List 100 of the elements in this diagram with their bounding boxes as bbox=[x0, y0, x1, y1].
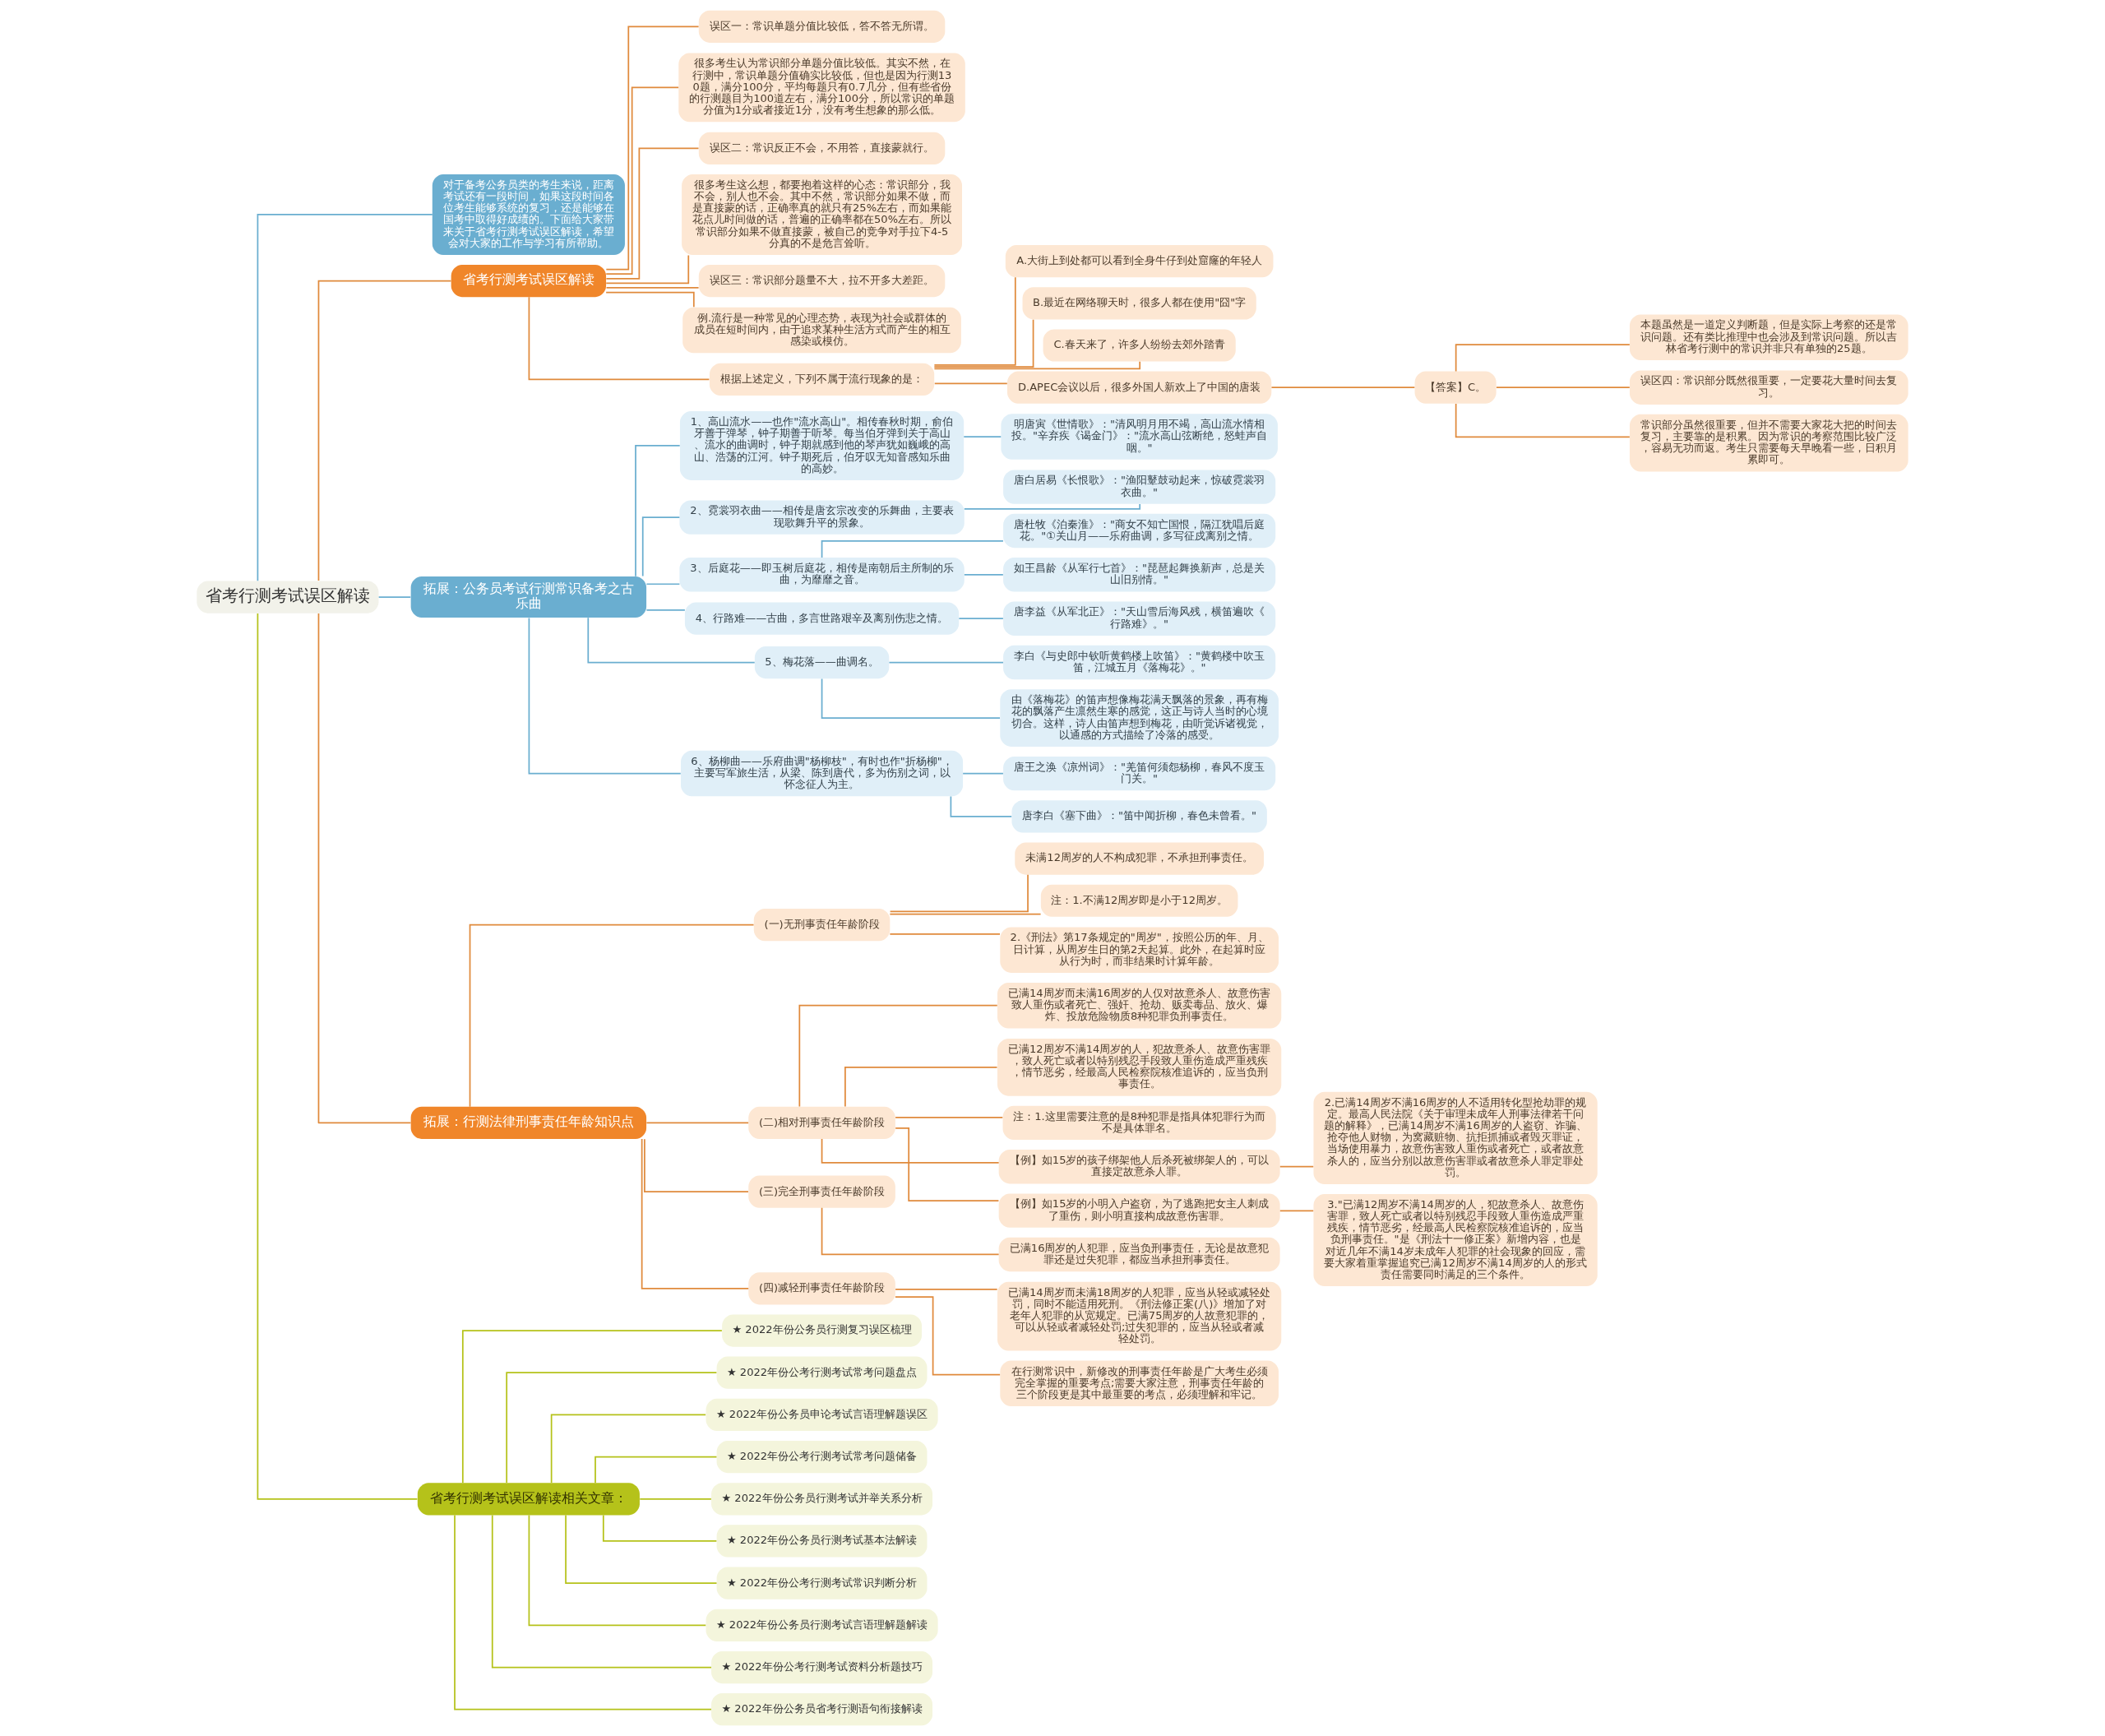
connector bbox=[594, 1456, 718, 1484]
connector bbox=[1496, 387, 1631, 389]
connector bbox=[469, 924, 755, 1108]
node-box: B.最近在网络聊天时，很多人都在使用"囧"字 bbox=[1022, 287, 1256, 320]
node-box: ★ 2022年份公考行测考试常识判断分析 bbox=[716, 1567, 928, 1599]
node-box: 【例】如15岁的小明入户盗窃，为了逃跑把女主人刺成了重伤，则小明直接构成故意伤害罪。 bbox=[998, 1193, 1280, 1228]
node-box: 【例】如15岁的孩子绑架他人后杀死被绑架人的，可以直接定故意杀人罪。 bbox=[998, 1150, 1280, 1184]
connector bbox=[550, 1414, 707, 1484]
node-box: 由《落梅花》的笛声想像梅花满天飘落的景象，再有梅花的飘落产生凛然生寒的感觉，这正与诗人当时的心境切合。这样，诗人由笛声想到梅花，由听觉诉诸视觉，以通感的方式描绘了冷落的感受。 bbox=[1000, 689, 1279, 747]
node-box: (一)无刑事责任年龄阶段 bbox=[753, 909, 891, 942]
node-box: 对于备考公务员类的考生来说，距离考试还有一段时间，如果这段时间各位考生能够系统的复习，还是能够在国考中取得好成绩的。下面给大家带来关于省考行测考试误区解读，希望会对大家的工作与学习有所帮助。 bbox=[432, 174, 625, 255]
node-box: 在行测常识中，新修改的刑事责任年龄是广大考生必须完全掌握的重要考点;需要大家注意，刑事责任年龄的三个阶段更是其中最重要的考点，必须理解和牢记。 bbox=[1000, 1360, 1279, 1407]
connector bbox=[821, 540, 1004, 558]
node-box: ★ 2022年份公务员省考行测语句衔接解读 bbox=[711, 1693, 933, 1726]
node-box: ★ 2022年份公务员行测考试并举关系分析 bbox=[711, 1483, 933, 1516]
connector bbox=[889, 933, 1001, 935]
node-box: 省考行测考试误区解读 bbox=[451, 265, 607, 298]
connector bbox=[317, 280, 452, 581]
node-box: 4、行路难——古曲，多言世路艰辛及离别伤悲之情。 bbox=[684, 602, 960, 635]
node-box: 省考行测考试误区解读相关文章： bbox=[417, 1483, 640, 1516]
connector bbox=[958, 618, 1004, 620]
node-box: 唐李白《塞下曲》："笛中闻折柳，春色未曾看。" bbox=[1011, 800, 1267, 833]
node-box: ★ 2022年份公考行测考试资料分析题技巧 bbox=[711, 1650, 933, 1684]
node-box: 2.已满14周岁不满16周岁的人不适用转化型抢劫罪的规定。最高人民法院《关于审理未成年人刑事法律若干问题的解释》，已满14周岁不满16周岁的人盗窃、诈骗、抢夺他人财物，为窝藏赃物、抗拒抓捕或者毁灭罪证，当场使用暴力，故意伤害致人重伤或者死亡，或者故意杀人的，应当分别以故意伤害罪或者故意杀人罪定罪处罚。 bbox=[1313, 1091, 1598, 1184]
connector bbox=[491, 1514, 712, 1669]
connector bbox=[461, 1330, 723, 1484]
node-box: 很多考生认为常识部分单题分值比较低。其实不然，在行测中，常识单题分值确实比较低，但也是因为行测130题，满分100分，平均每题只有0.7几分，但有些省份的行测题目为100道左右，满分100分，所以常识的单题分值为1分或者接近1分，没有考生想象的那么低。 bbox=[678, 53, 965, 123]
connector bbox=[645, 1122, 749, 1124]
node-box: 李白《与史郎中钦听黄鹤楼上吹笛》："黄鹤楼中吹玉笛，江城五月《落梅花》。" bbox=[1003, 645, 1276, 680]
connector bbox=[1279, 1210, 1315, 1212]
connector bbox=[950, 795, 1013, 817]
node-box: 1、高山流水——也作"流水高山"。相传春秋时期，俞伯牙善于弹琴，钟子期善于听琴。每当伯牙弹到关于高山、流水的曲调时，钟子期就感到他的琴声犹如巍峨的高山、浩荡的江河。钟子期死后，伯牙叹无知音感知乐曲的高妙。 bbox=[679, 411, 965, 480]
node-box: 已满14周岁而未满18周岁的人犯罪，应当从轻或减轻处罚，同时不能适用死刑。《刑法修正案(八)》增加了对老年人犯罪的从宽规定。已满75周岁的人故意犯罪的，可以从轻或者减轻处罚;过失犯罪的，应当从轻或者减轻处罚。 bbox=[997, 1281, 1282, 1351]
connector bbox=[605, 86, 679, 275]
connector bbox=[895, 1296, 1001, 1376]
node-box: 明唐寅《世情歌》："清风明月用不竭，高山流水情相投。"辛弃疾《谒金门》："流水高山弦断绝，怒蛙声自咽。" bbox=[1001, 414, 1278, 460]
node-box: 误区二：常识反正不会，不用答，直接蒙就行。 bbox=[698, 132, 946, 164]
node-box: 5、梅花落——曲调名。 bbox=[754, 646, 890, 679]
connector bbox=[605, 287, 700, 289]
connector bbox=[963, 573, 1004, 576]
node-box: C.春天来了，许多人纷纷去郊外踏青 bbox=[1043, 329, 1236, 362]
connector bbox=[889, 873, 1029, 913]
connector bbox=[1270, 387, 1416, 389]
connector bbox=[844, 1066, 998, 1108]
node-box: (三)完全刑事责任年龄阶段 bbox=[748, 1175, 895, 1208]
connector bbox=[933, 276, 1016, 366]
node-box: A.大街上到处都可以看到全身牛仔到处窟窿的年轻人 bbox=[1005, 245, 1274, 278]
node-box: 唐白居易《长恨歌》："渔阳鼙鼓动起来，惊破霓裳羽衣曲。" bbox=[1003, 470, 1276, 504]
node-box: 拓展：行测法律刑事责任年龄知识点 bbox=[410, 1106, 647, 1139]
node-box: 误区四：常识部分既然很重要，一定要花大量时间去复习。 bbox=[1629, 370, 1908, 405]
node-box: 很多考生这么想，都要抱着这样的心态：常识部分，我不会，别人也不会。其中不然，常识部分如果不做，而是直接蒙的话，正确率真的就只有25%左右，而如果能花点儿时间做的话，普遍的正确率都在50%左右。所以常识部分如果不做直接蒙，被自己的竞争对手拉下4-5分真的不是危言耸听。 bbox=[682, 174, 962, 255]
connector bbox=[605, 147, 700, 280]
node-box: 唐杜牧《泊秦淮》："商女不知亡国恨，隔江犹唱后庭花。"①关山月——乐府曲调，多写征戍离别之情。 bbox=[1003, 513, 1276, 549]
connector bbox=[933, 382, 1008, 385]
node-box: 本题虽然是一道定义判断题，但是实际上考察的还是常识问题。还有类比推理中也会涉及到常识问题。所以吉林省考行测中的常识并非只有单独的25题。 bbox=[1629, 314, 1908, 360]
node-box: 2.《刑法》第17条规定的"周岁"，按照公历的年、月、日计算，从周岁生日的第2天起算。此外，在起算时应从行为时，而非结果时计算年龄。 bbox=[1000, 927, 1279, 973]
connector bbox=[644, 1138, 749, 1193]
connector bbox=[798, 1004, 998, 1108]
connector bbox=[933, 318, 1034, 368]
connector bbox=[528, 1514, 707, 1627]
connector bbox=[587, 617, 756, 664]
connector bbox=[645, 609, 686, 611]
node-box: 3."已满12周岁不满14周岁的人，犯故意杀人、故意伤害罪，致人死亡或者以特别残忍手段致人重伤造成严重残疾，情节恶劣，经最高人民检察院核准追诉的，应当负刑事责任。"是《刑法十一修正案》新增内容，也是对近几年不满14岁未成年人犯罪的社会现象的回应，需要大家着重掌握追究已满12周岁不满14周岁的人的形式责任需要同时满足的三个条件。 bbox=[1313, 1193, 1598, 1287]
connector bbox=[641, 1138, 750, 1289]
node-box: 注：1.不满12周岁即是小于12周岁。 bbox=[1040, 884, 1238, 917]
node-box: 例.流行是一种常见的心理态势，表现为社会或群体的成员在短时间内，由于追求某种生活方式而产生的相互感染或模仿。 bbox=[682, 307, 961, 354]
node-box: 已满14周岁而未满16周岁的人仅对故意杀人、故意伤害致人重伤或者死亡、强奸、抢劫、贩卖毒品、放火、爆炸、投放危险物质8种犯罪负刑事责任。 bbox=[997, 982, 1282, 1029]
connector bbox=[963, 503, 1141, 510]
connector bbox=[933, 360, 1141, 370]
node-box: 【答案】C。 bbox=[1414, 371, 1497, 404]
node-box: 误区三：常识部分题量不大，拉不开多大差距。 bbox=[698, 265, 946, 298]
connector bbox=[1279, 1165, 1315, 1168]
node-box: ★ 2022年份公务员行测考试基本法解读 bbox=[716, 1525, 928, 1558]
node-box: 如王昌龄《从军行七首》："琵琶起舞换新声，总是关山旧别情。" bbox=[1003, 558, 1276, 592]
node-box: 6、杨柳曲——乐府曲调"杨柳枝"，有时也作"折杨柳"，主要写军旅生活，从梁、陈到唐代，多为伤别之词，以怀念征人为主。 bbox=[681, 750, 964, 797]
connector bbox=[895, 1127, 1000, 1201]
node-box: 拓展：公务员考试行测常识备考之古乐曲 bbox=[410, 576, 647, 618]
connector bbox=[645, 583, 681, 586]
node-box: (二)相对刑事责任年龄阶段 bbox=[748, 1106, 895, 1139]
connector bbox=[821, 678, 1001, 719]
connector bbox=[1455, 403, 1631, 438]
connector bbox=[528, 617, 682, 775]
node-box: ★ 2022年份公考行测考试常考问题盘点 bbox=[716, 1356, 928, 1389]
connector bbox=[605, 291, 695, 308]
node-box: 已满12周岁不满14周岁的人，犯故意杀人、故意伤害罪，致人死亡或者以特别残忍手段致人重伤造成严重残疾，情节恶劣，经最高人民检察院核准追诉的，应当负刑事责任。 bbox=[997, 1039, 1282, 1096]
node-box: ★ 2022年份公考行测考试常考问题储备 bbox=[716, 1441, 928, 1474]
connector bbox=[602, 1514, 718, 1542]
connector bbox=[257, 214, 433, 582]
connector bbox=[895, 1116, 1004, 1118]
connector bbox=[962, 772, 1004, 775]
node-box: 唐李益《从军北正》："天山雪后海风残，横笛遍吹《行路难》。" bbox=[1003, 601, 1276, 636]
node-box: 唐王之涣《凉州词》："羌笛何须怨杨柳，春风不度玉门关。" bbox=[1003, 756, 1276, 791]
node-box: 已满16周岁的人犯罪，应当负刑事责任，无论是故意犯罪还是过失犯罪，都应当承担刑事责任。 bbox=[998, 1237, 1280, 1272]
node-box: 未满12周岁的人不构成犯罪，不承担刑事责任。 bbox=[1015, 842, 1265, 875]
connector bbox=[895, 1289, 998, 1290]
connector bbox=[821, 1207, 1000, 1256]
node-box: 省考行测考试误区解读 bbox=[197, 581, 379, 613]
connector bbox=[506, 1372, 718, 1484]
connector bbox=[889, 913, 1042, 915]
connector bbox=[635, 445, 681, 577]
